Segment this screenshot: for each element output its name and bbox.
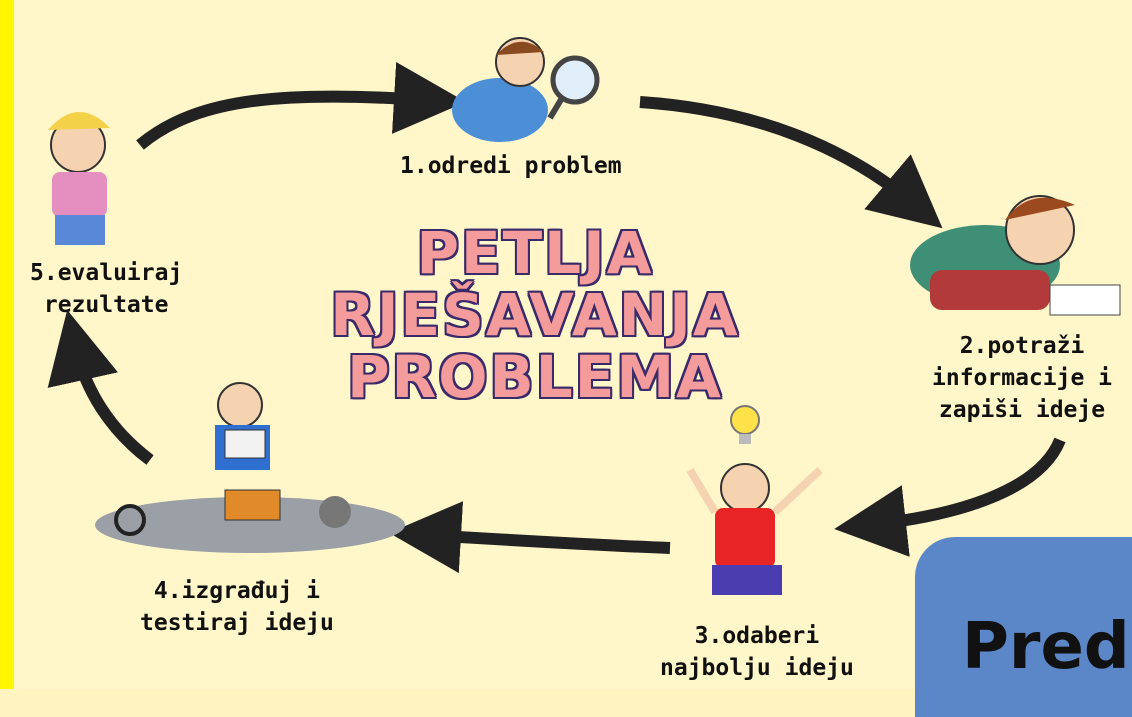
step-2-label: 2.potraži informacije i zapiši ideje bbox=[932, 330, 1112, 426]
overlay-slide-title: Preds bbox=[962, 610, 1132, 684]
overlay-slide-box bbox=[915, 537, 1132, 717]
step-line: 3.odaberi bbox=[694, 623, 820, 649]
title-line: PETLJA bbox=[416, 219, 654, 287]
step-line: zapiši ideje bbox=[938, 397, 1106, 423]
step-line: 5.evaluiraj bbox=[30, 260, 183, 286]
title-line: RJEŠAVANJA bbox=[330, 281, 740, 349]
arrow-1-to-2 bbox=[639, 96, 943, 229]
title-line: PROBLEMA bbox=[347, 343, 723, 411]
diagram-title: PETLJA RJEŠAVANJA PROBLEMA bbox=[300, 222, 770, 408]
step-4-label: 4.izgrađuj i testiraj ideju bbox=[140, 575, 334, 639]
figure-builder-boy bbox=[95, 382, 405, 553]
arrow-2-to-3 bbox=[834, 437, 1066, 557]
step-line: informacije i bbox=[932, 365, 1113, 391]
step-line: 2.potraži bbox=[959, 333, 1085, 359]
arrow-4-to-5 bbox=[47, 309, 154, 465]
cycle-arrows-and-figures bbox=[47, 37, 1121, 595]
step-1-label: 1.odredi problem bbox=[400, 150, 622, 182]
step-3-label: 3.odaberi najbolju ideju bbox=[660, 620, 854, 684]
step-line: najbolju ideju bbox=[660, 655, 854, 681]
step-5-label: 5.evaluiraj rezultate bbox=[30, 257, 182, 321]
step-line: testiraj ideju bbox=[140, 610, 334, 636]
step-line: rezultate bbox=[43, 292, 169, 318]
figure-writing-boy bbox=[910, 195, 1121, 316]
figure-magnifier-boy bbox=[452, 37, 600, 142]
left-edge-bar bbox=[0, 0, 14, 689]
figure-idea-boy bbox=[686, 405, 823, 595]
step-line: 4.izgrađuj i bbox=[153, 578, 321, 604]
arrow-5-to-1 bbox=[136, 62, 466, 150]
step-line: 1.odredi problem bbox=[400, 153, 622, 179]
arrow-3-to-4 bbox=[389, 501, 671, 574]
figure-thinking-girl bbox=[48, 111, 110, 245]
